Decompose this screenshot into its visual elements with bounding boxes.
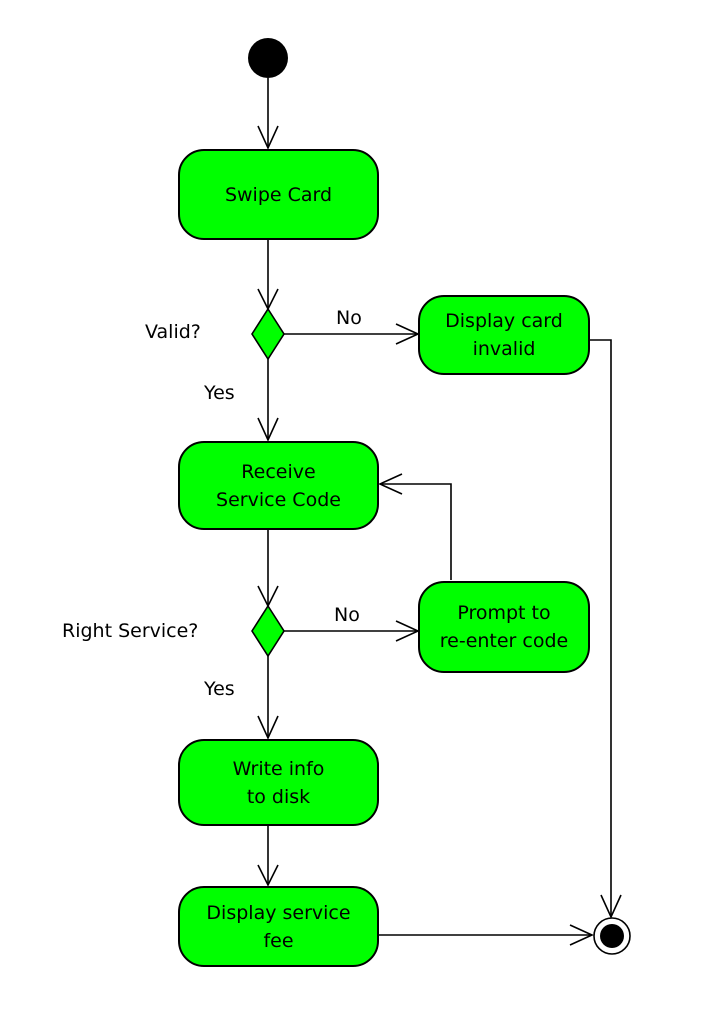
arrowhead xyxy=(600,894,622,919)
arrowhead xyxy=(257,715,279,740)
activity-receive-service-code[interactable]: Receive Service Code xyxy=(178,441,379,530)
arrowhead xyxy=(257,417,279,442)
activity-swipe-card[interactable]: Swipe Card xyxy=(178,149,379,240)
decision-right-service-yes-label: Yes xyxy=(204,678,235,700)
activity-prompt-reenter-code[interactable]: Prompt to re-enter code xyxy=(418,581,590,673)
arrowhead xyxy=(257,125,279,150)
decision-right-service xyxy=(251,604,285,658)
final-node-core xyxy=(600,924,624,948)
decision-valid-yes-label: Yes xyxy=(204,382,235,404)
decision-valid xyxy=(251,307,285,361)
decision-valid-no-label: No xyxy=(336,307,362,329)
initial-node xyxy=(248,38,288,78)
arrowhead xyxy=(569,924,594,946)
activity-display-service-fee[interactable]: Display service fee xyxy=(178,886,379,967)
arrowhead xyxy=(257,864,279,887)
activity-write-info-to-disk[interactable]: Write info to disk xyxy=(178,739,379,826)
decision-right-service-no-label: No xyxy=(334,604,360,626)
activity-display-card-invalid[interactable]: Display card invalid xyxy=(418,295,590,375)
decision-valid-question: Valid? xyxy=(145,321,201,343)
flow-prompt-loop xyxy=(380,483,452,580)
arrowhead xyxy=(378,473,403,495)
decision-right-service-question: Right Service? xyxy=(62,620,199,642)
flow-invalid-to-end xyxy=(590,339,612,917)
